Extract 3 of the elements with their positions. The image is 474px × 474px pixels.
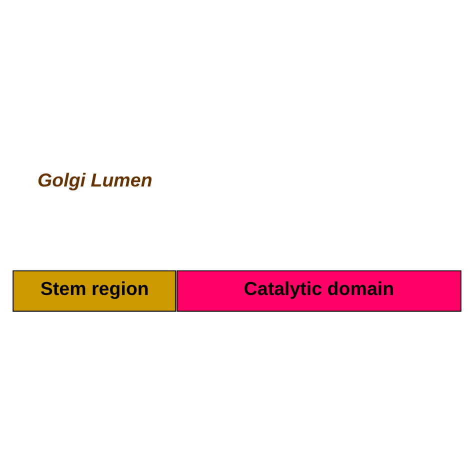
node-box: Catalytic domain (176, 270, 462, 312)
label: Golgi Lumen (38, 170, 152, 191)
node-box: Stem region (12, 270, 176, 312)
